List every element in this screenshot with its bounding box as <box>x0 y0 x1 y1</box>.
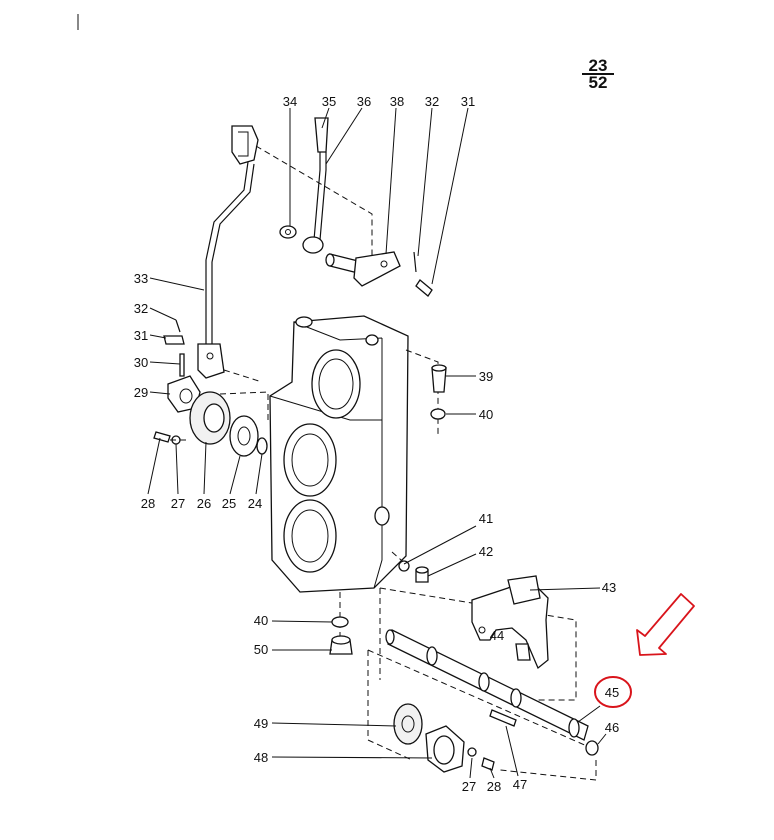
label-42: 42 <box>479 544 493 559</box>
oring-24 <box>256 437 268 455</box>
label-29: 29 <box>134 385 148 400</box>
label-31-left: 31 <box>134 328 148 343</box>
nut-34 <box>279 225 297 239</box>
label-46: 46 <box>605 720 619 735</box>
part-labels: 34 35 36 38 32 31 33 32 31 30 29 28 27 2… <box>134 94 619 794</box>
gasket-25 <box>229 415 259 457</box>
page-ref-numerator: 23 <box>589 56 608 75</box>
label-24: 24 <box>248 496 262 511</box>
selector-shaft <box>367 629 599 756</box>
ring-41 <box>398 560 410 572</box>
label-41: 41 <box>479 511 493 526</box>
fork-bracket <box>231 125 259 165</box>
washer-27-bottom <box>467 747 477 757</box>
highlight-arrow-icon <box>636 593 695 656</box>
highlight-annotation <box>594 593 695 708</box>
left-bracket-parts <box>153 319 269 457</box>
highlight-circle <box>594 676 632 708</box>
flange-49 <box>393 703 423 745</box>
lever-plate <box>353 251 401 287</box>
label-35: 35 <box>322 94 336 109</box>
screw-31-left <box>163 335 185 345</box>
label-26: 26 <box>197 496 211 511</box>
label-32-left: 32 <box>134 301 148 316</box>
bottom-flange-group <box>367 650 597 781</box>
label-43: 43 <box>602 580 616 595</box>
page-reference: 23 52 <box>582 56 614 92</box>
label-34: 34 <box>283 94 297 109</box>
label-40-right: 40 <box>479 407 493 422</box>
screw-31-top <box>415 279 433 297</box>
label-44: 44 <box>490 628 504 643</box>
label-30: 30 <box>134 355 148 370</box>
label-28-bottom: 28 <box>487 779 501 794</box>
pin-47 <box>489 709 517 727</box>
screw-28-left <box>153 431 171 443</box>
label-40-bottom: 40 <box>254 613 268 628</box>
fork-pad-44 <box>515 643 531 661</box>
label-31-top: 31 <box>461 94 475 109</box>
rod-clevis <box>197 343 225 379</box>
label-28-left: 28 <box>141 496 155 511</box>
label-49: 49 <box>254 716 268 731</box>
label-36: 36 <box>357 94 371 109</box>
oring-40-right <box>430 408 446 420</box>
label-45: 45 <box>605 685 619 700</box>
label-47: 47 <box>513 777 527 792</box>
label-33: 33 <box>134 271 148 286</box>
label-32-top: 32 <box>425 94 439 109</box>
label-38: 38 <box>390 94 404 109</box>
label-25: 25 <box>222 496 236 511</box>
label-48: 48 <box>254 750 268 765</box>
label-50: 50 <box>254 642 268 657</box>
pin-30 <box>179 353 185 377</box>
label-27-left: 27 <box>171 496 185 511</box>
oring-40-bottom <box>331 616 349 628</box>
circlip-46 <box>585 740 599 756</box>
lever-assembly <box>197 117 433 383</box>
label-27-bottom: 27 <box>462 779 476 794</box>
page-ref-denominator: 52 <box>589 73 608 92</box>
shift-fork-group <box>379 575 577 701</box>
screw-28-bottom <box>481 757 495 771</box>
label-39: 39 <box>479 369 493 384</box>
pin-32-left <box>175 319 181 333</box>
pin-32-top <box>413 251 417 273</box>
knob-35 <box>314 117 329 153</box>
rod-33 <box>205 161 249 350</box>
leader-lines <box>147 107 607 779</box>
gearbox-housing <box>269 315 439 640</box>
